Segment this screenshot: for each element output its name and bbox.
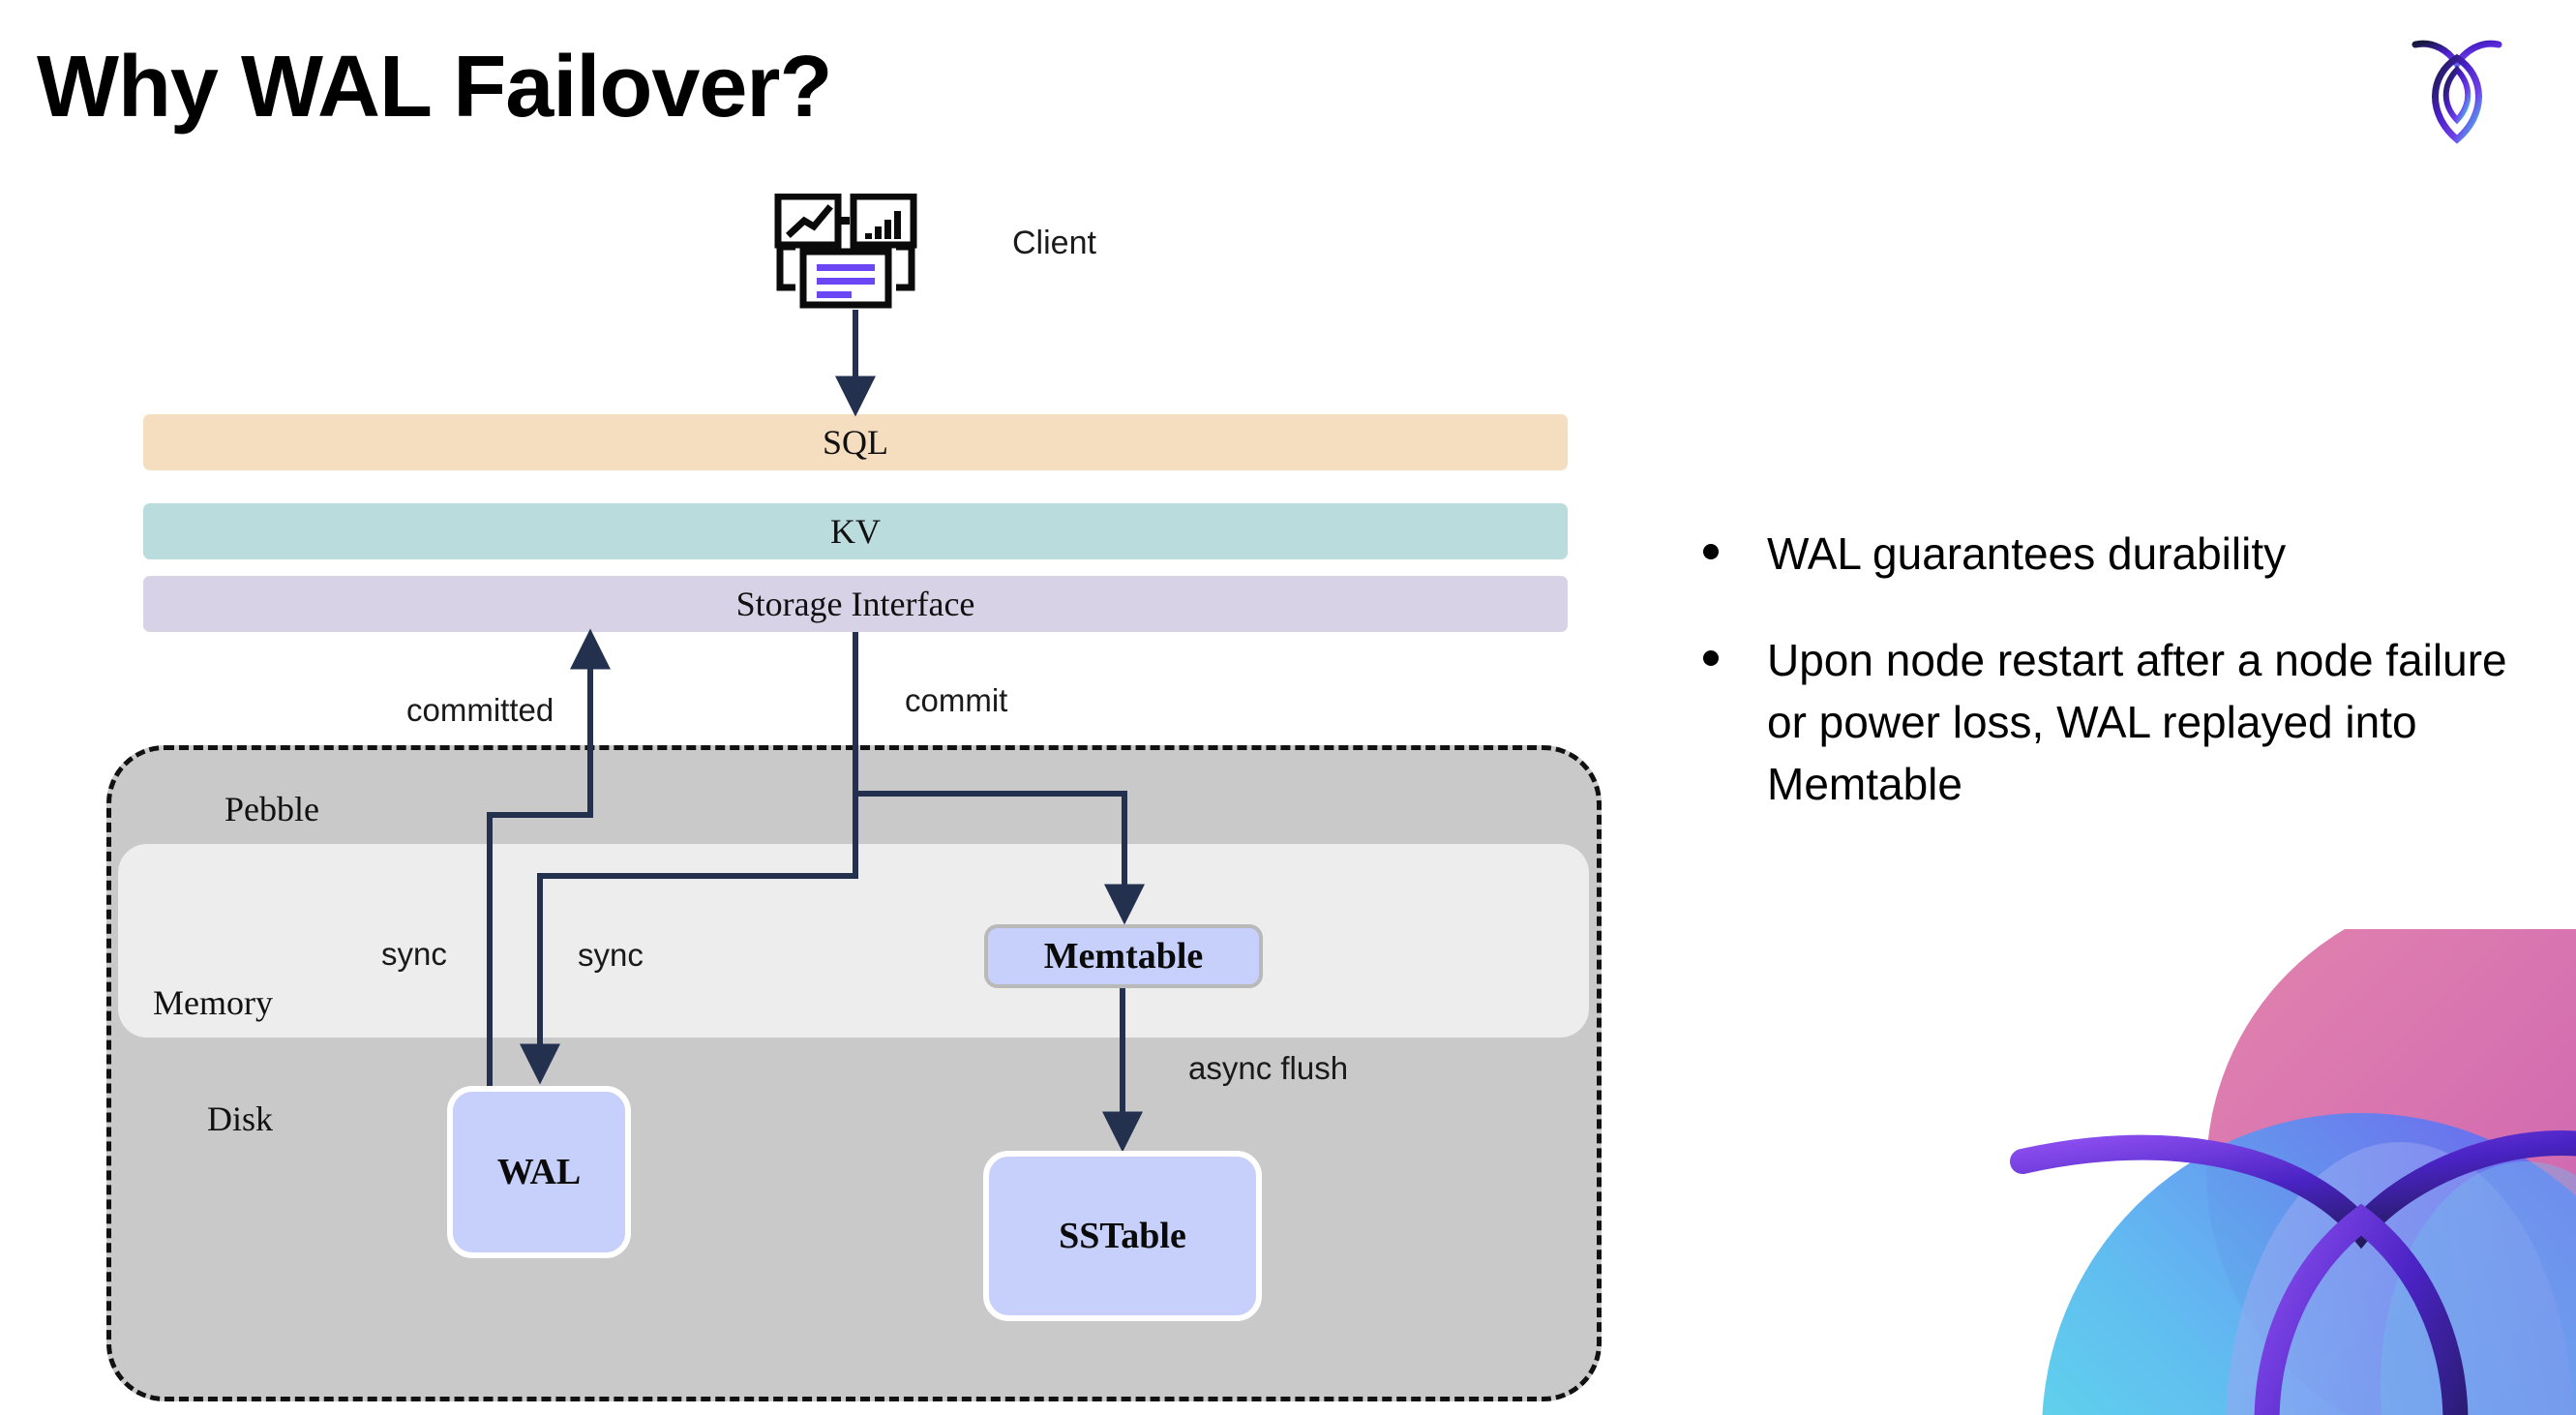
edge-label-commit: commit <box>905 682 1008 718</box>
bullet-dot-icon <box>1703 544 1719 559</box>
bullet-text: WAL guarantees durability <box>1767 528 2287 579</box>
bullet-text: Upon node restart after a node failure o… <box>1767 635 2507 809</box>
layer-bar-storage: Storage Interface <box>143 576 1568 632</box>
decorative-artwork <box>1945 929 2576 1415</box>
node-sstable: SSTable <box>983 1151 1262 1321</box>
memory-panel <box>118 844 1589 1038</box>
layer-bar-sql: SQL <box>143 414 1568 470</box>
pebble-label: Pebble <box>225 790 319 828</box>
list-item: Upon node restart after a node failure o… <box>1703 629 2526 815</box>
page-title: Why WAL Failover? <box>37 39 832 135</box>
node-memtable: Memtable <box>984 924 1263 988</box>
list-item: WAL guarantees durability <box>1703 523 2526 585</box>
edge-label-sync-left: sync <box>381 936 447 972</box>
edge-label-async-flush: async flush <box>1188 1050 1349 1086</box>
bullet-list: WAL guarantees durability Upon node rest… <box>1703 523 2526 859</box>
edge-label-committed: committed <box>406 692 554 728</box>
cockroach-logo-icon <box>2404 31 2510 147</box>
disk-label: Disk <box>207 1099 274 1138</box>
edge-label-sync-right: sync <box>578 937 644 973</box>
bullet-dot-icon <box>1703 650 1719 666</box>
layer-bar-kv: KV <box>143 503 1568 559</box>
client-dashboard-icon <box>774 193 929 310</box>
node-wal: WAL <box>447 1086 631 1258</box>
memory-label: Memory <box>153 983 273 1022</box>
client-label: Client <box>1012 225 1096 261</box>
